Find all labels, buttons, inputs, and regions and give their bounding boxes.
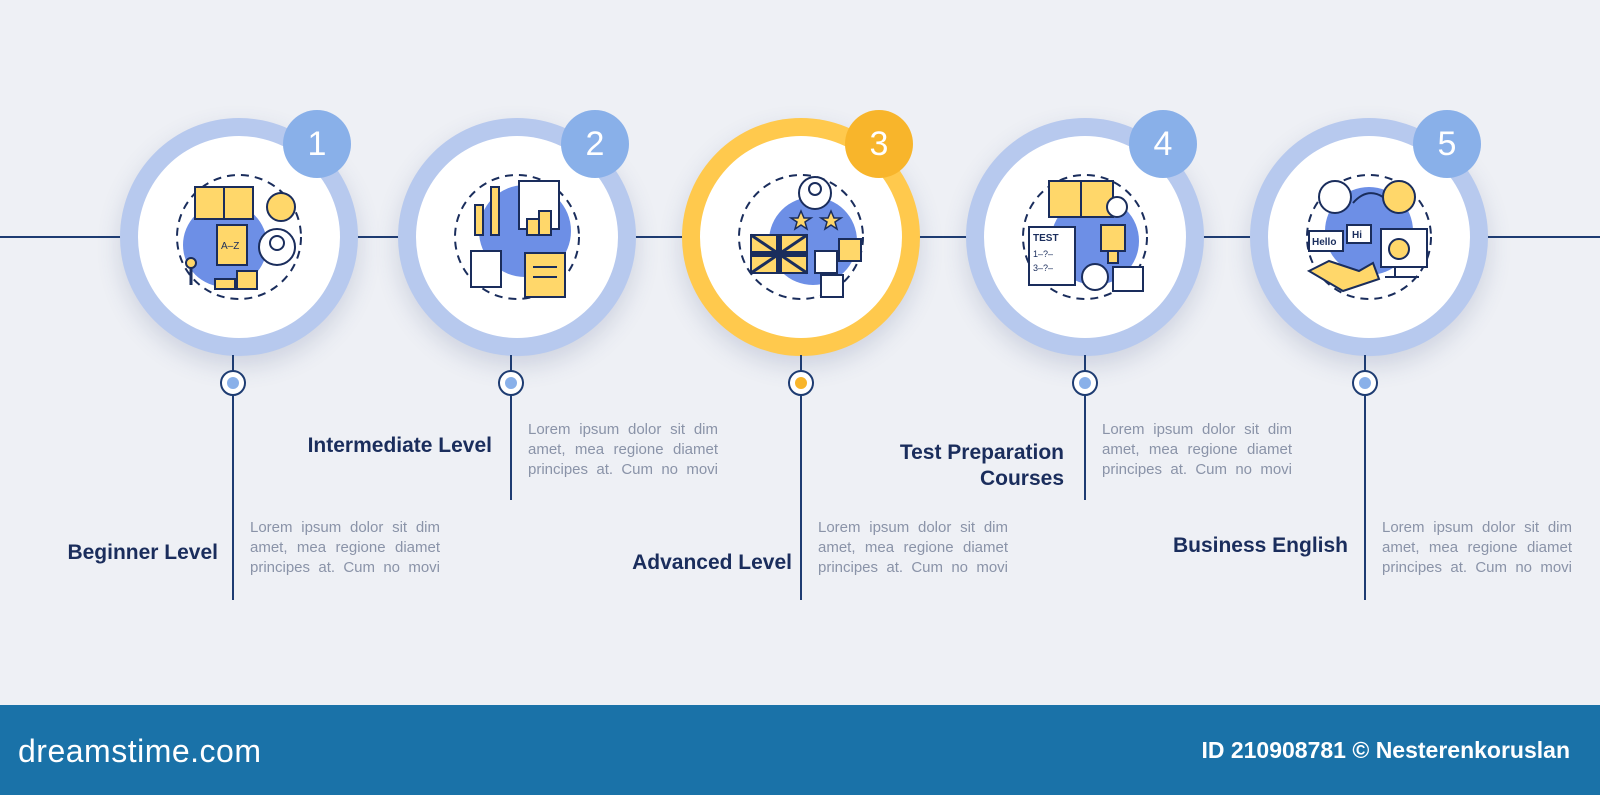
svg-text:3–?–: 3–?– <box>1033 263 1053 273</box>
step-2: 2 Intermediate Level Lorem ipsum dolor s… <box>308 0 718 705</box>
footer-bar: dreamstime.com ID 210908781 © Nesterenko… <box>0 705 1600 795</box>
step-4-description: Lorem ipsum dolor sit dim amet, mea regi… <box>1102 421 1292 478</box>
step-3-number-badge: 3 <box>845 110 913 178</box>
step-5: Hello Hi 5 Business English Lorem ipsum … <box>1173 0 1572 705</box>
step-3-title: Advanced Level <box>632 551 792 574</box>
handshake-hello-chart-icon: Hello Hi <box>1306 174 1432 300</box>
step-3: 3 Advanced Level Lorem ipsum dolor sit d… <box>632 0 1008 705</box>
svg-text:A–Z: A–Z <box>221 241 239 252</box>
step-3-connector <box>800 355 802 600</box>
step-1-number-badge: 1 <box>283 110 351 178</box>
step-5-ring: Hello Hi <box>1250 118 1488 356</box>
step-4-node <box>1072 370 1098 396</box>
step-5-connector <box>1364 355 1366 600</box>
svg-text:1–?–: 1–?– <box>1033 249 1053 259</box>
svg-text:Hello: Hello <box>1312 237 1336 248</box>
progress-hand-notes-icon <box>454 174 580 300</box>
step-5-number-badge: 5 <box>1413 110 1481 178</box>
step-1: A–Z 1 Beginner Level Lorem ipsum dolor s… <box>67 0 440 705</box>
step-2-number-badge: 2 <box>561 110 629 178</box>
step-1-description: Lorem ipsum dolor sit dim amet, mea regi… <box>250 519 440 576</box>
step-4-number-badge: 4 <box>1129 110 1197 178</box>
step-3-description: Lorem ipsum dolor sit dim amet, mea regi… <box>818 519 1008 576</box>
step-4: TEST 1–?– 3–?– 4 Test Preparation Course… <box>900 0 1292 705</box>
step-2-description: Lorem ipsum dolor sit dim amet, mea regi… <box>528 421 718 478</box>
step-1-node <box>220 370 246 396</box>
step-4-title: Test Preparation Courses <box>899 441 1064 490</box>
step-1-connector <box>232 355 234 600</box>
site-logo[interactable]: dreamstime.com <box>18 733 262 769</box>
step-2-connector <box>510 355 512 500</box>
infographic-canvas: A–Z 1 Beginner Level Lorem ipsum dolor s… <box>0 0 1600 705</box>
step-4-connector <box>1084 355 1086 500</box>
step-5-description: Lorem ipsum dolor sit dim amet, mea regi… <box>1382 519 1572 576</box>
svg-text:Hi: Hi <box>1352 230 1362 241</box>
step-2-title: Intermediate Level <box>307 434 492 457</box>
step-3-node <box>788 370 814 396</box>
test-book-trophy-icon: TEST 1–?– 3–?– <box>1022 174 1148 300</box>
step-5-inner: Hello Hi <box>1268 136 1470 338</box>
step-2-node <box>498 370 524 396</box>
uk-flag-puzzle-stars-icon <box>738 174 864 300</box>
step-5-node <box>1352 370 1378 396</box>
svg-text:TEST: TEST <box>1033 233 1059 244</box>
step-1-title: Beginner Level <box>67 541 218 564</box>
book-az-person-icon: A–Z <box>176 174 302 300</box>
image-credit: ID 210908781 © Nesterenkoruslan <box>1201 737 1570 763</box>
step-5-title: Business English <box>1172 534 1348 557</box>
